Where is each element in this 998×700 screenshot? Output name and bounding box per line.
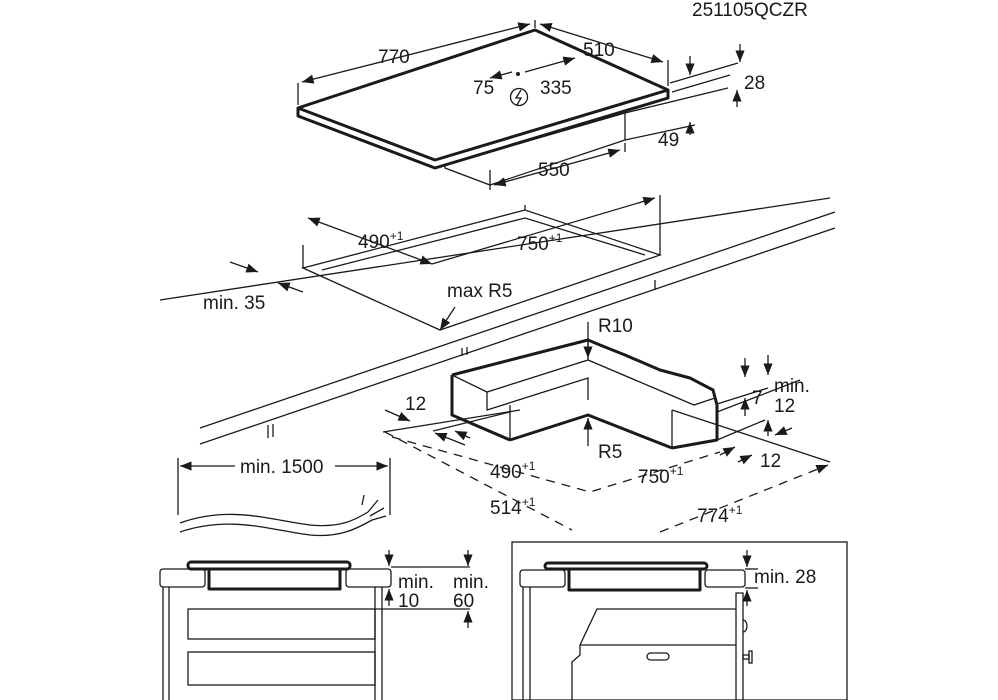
side-step-label: 12 [760,451,781,472]
cable-offset-x-label: 75 [473,78,494,99]
step-depth-label: 7 [752,388,763,409]
inner-width-label: 750+1 [638,464,684,488]
box-width-label: 550 [538,160,570,181]
drawer-min-label-b: min. [453,572,489,593]
inner-depth-label: 490+1 [490,459,536,483]
outer-radius-label: R10 [598,316,633,337]
power-connection-icon [509,87,529,107]
front-step-label: 12 [405,394,426,415]
flush-cutout-drawing [382,322,831,533]
min-step-label: 12 [774,396,795,417]
hob-depth-label: 510 [583,40,615,61]
cutout-width-label: 750+1 [517,231,563,255]
oven-gap-label: min. 28 [754,567,816,588]
box-height-label: 49 [658,130,679,151]
front-distance-label: min. 35 [203,293,265,314]
countertop-cutout-drawing [159,195,836,445]
cable-drawing [177,458,391,537]
inner-radius-label: R5 [598,442,622,463]
cable-offset-y-label: 335 [540,78,572,99]
drawer-gap-a-label: 10 [398,591,419,612]
oven-installation-drawing [511,541,848,700]
hob-drawing [296,20,745,190]
drawer-gap-b-label: 60 [453,591,474,612]
cutout-depth-label: 490+1 [358,229,404,253]
drawer-min-label-a: min. [398,572,434,593]
min-label: min. [774,376,810,397]
drawer-installation-drawing [159,550,473,700]
outer-depth-label: 514+1 [490,495,536,519]
outer-width-label: 774+1 [697,503,743,527]
hob-thickness-label: 28 [744,73,765,94]
corner-radius-label: max R5 [447,281,512,302]
drawing-code: 251105QCZR [692,0,808,21]
cable-length-label: min. 1500 [240,457,323,478]
hob-width-label: 770 [378,47,410,68]
